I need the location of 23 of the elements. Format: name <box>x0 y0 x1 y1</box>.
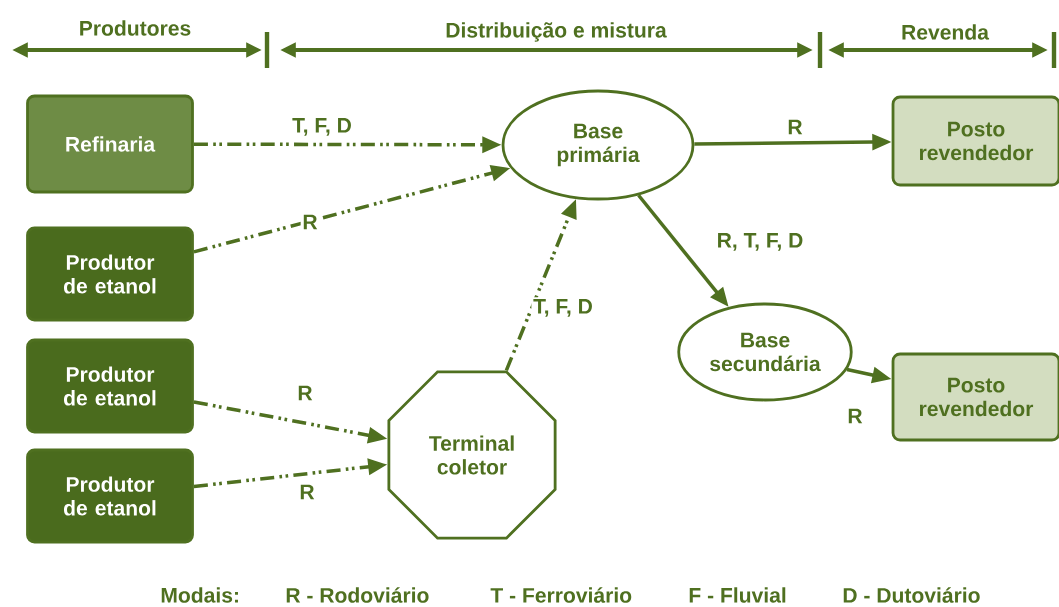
section-heading: Produtores <box>80 20 191 36</box>
section-heading: Revenda <box>902 24 990 40</box>
process-box: Produtor de etanol <box>26 338 194 434</box>
edge-label: R <box>297 483 317 501</box>
legend-text: R - Rodoviário <box>286 587 429 603</box>
process-box: Refinaria <box>26 94 194 194</box>
process-box: Produtor de etanol <box>26 448 194 544</box>
edge-label: R <box>785 118 805 136</box>
legend-text: F - Fluvial <box>689 587 786 603</box>
terminal-octagon: Terminal coletor <box>387 370 557 540</box>
edge-label: R, T, F, D <box>714 231 806 253</box>
edge-label: R <box>295 384 315 402</box>
legend-title: Modais: <box>161 587 238 603</box>
edge-label: R <box>300 213 320 231</box>
edge-label: T, F, D <box>290 116 354 138</box>
legend-text: T - Ferroviário <box>490 587 632 603</box>
process-box: Posto revendedor <box>891 352 1059 442</box>
process-box: Posto revendedor <box>891 95 1059 187</box>
legend-text: D - Dutoviário <box>843 587 980 603</box>
section-heading: Distribuição e mistura <box>446 22 667 42</box>
edge-label: T, F, D <box>531 297 595 319</box>
edge-label: R <box>845 407 865 425</box>
process-box: Produtor de etanol <box>26 226 194 322</box>
